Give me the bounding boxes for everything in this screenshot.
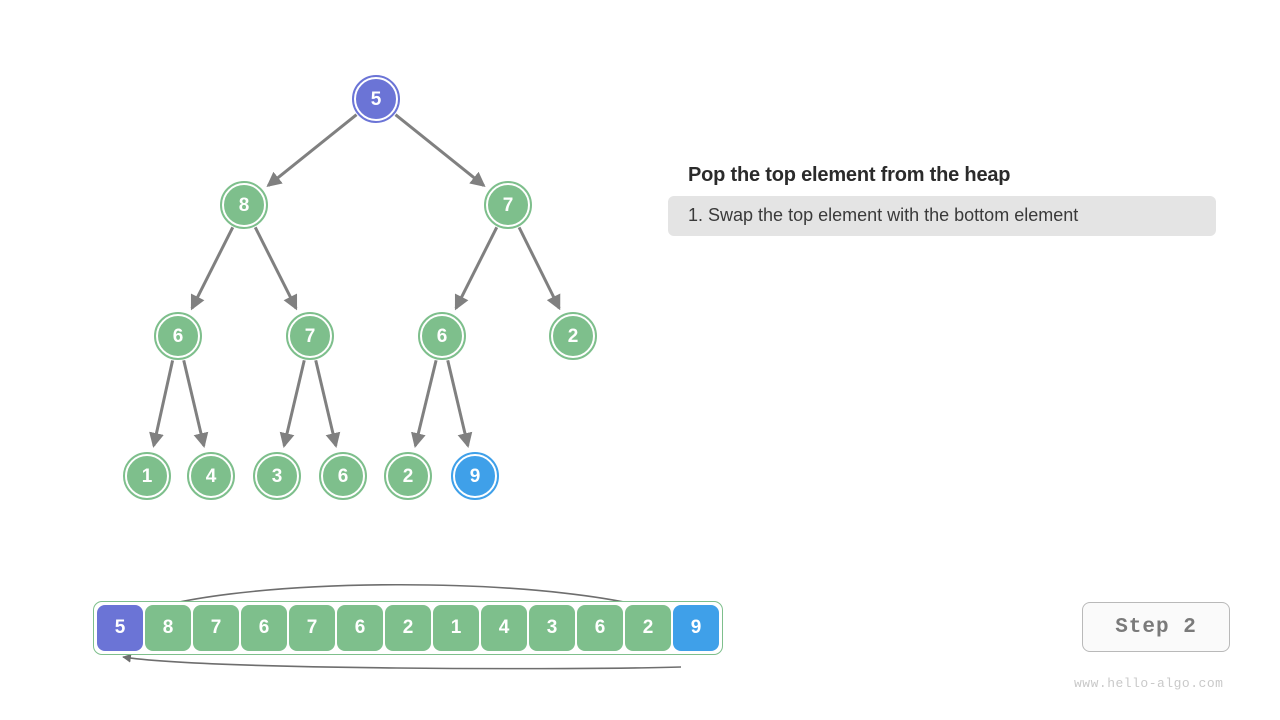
array-cell-2: 7 [193,605,239,651]
tree-edge-10 [411,359,438,449]
tree-node-4: 7 [286,312,334,360]
array-cell-1: 8 [145,605,191,651]
array-cell-11: 2 [625,605,671,651]
array-cell-4: 7 [289,605,335,651]
tree-edge-9 [314,359,341,449]
tree-edges [149,113,561,449]
tree-node-ring [286,312,334,360]
tree-node-value: 1 [141,465,153,487]
tree-edge-7 [182,359,209,449]
tree-node-ring [319,452,367,500]
tree-node-11: 2 [384,452,432,500]
tree-node-value: 7 [502,194,514,216]
tree-edge-5 [517,226,561,311]
tree-node-value: 2 [402,465,414,487]
tree-node-9: 3 [253,452,301,500]
tree-node-ring [418,312,466,360]
tree-node-ring [154,312,202,360]
tree-edge-1 [394,113,486,187]
tree-node-ring [451,452,499,500]
tree-edge-4 [454,226,499,311]
tree-node-10: 6 [319,452,367,500]
tree-node-value: 6 [436,325,448,347]
array-cell-0: 5 [97,605,143,651]
info-panel: Pop the top element from the heap 1. Swa… [668,164,1248,236]
array-cell-8: 4 [481,605,527,651]
tree-node-ring [187,452,235,500]
tree-node-value: 4 [205,465,217,487]
tree-node-value: 3 [271,465,283,487]
array-cell-12: 9 [673,605,719,651]
array-cell-5: 6 [337,605,383,651]
tree-node-value: 8 [238,194,250,216]
tree-edge-0 [266,113,358,187]
tree-node-ring [253,452,301,500]
array-cell-9: 3 [529,605,575,651]
tree-node-2: 7 [484,181,532,229]
tree-node-ring [384,452,432,500]
panel-title: Pop the top element from the heap [688,164,1011,186]
tree-edge-8 [279,359,306,449]
tree-edge-3 [253,226,298,311]
tree-edge-2 [190,226,235,311]
watermark: www.hello-algo.com [1074,676,1224,691]
tree-node-ring [352,75,400,123]
tree-node-ring [123,452,171,500]
array-cell-3: 6 [241,605,287,651]
tree-edge-6 [149,360,175,448]
tree-node-7: 1 [123,452,171,500]
tree-node-ring [484,181,532,229]
array-cell-7: 1 [433,605,479,651]
tree-node-value: 5 [370,88,382,110]
tree-node-12: 9 [451,452,499,500]
tree-node-6: 2 [549,312,597,360]
tree-node-ring [549,312,597,360]
tree-node-value: 6 [337,465,349,487]
tree-edge-11 [446,359,473,449]
step-instruction-box: 1. Swap the top element with the bottom … [668,196,1216,236]
array-cell-10: 6 [577,605,623,651]
step-badge: Step 2 [1082,602,1230,652]
tree-node-value: 9 [469,465,481,487]
array-cell-6: 2 [385,605,431,651]
swap-arrow-bottom [122,653,682,670]
tree-node-ring [220,181,268,229]
tree-node-5: 6 [418,312,466,360]
tree-node-1: 8 [220,181,268,229]
tree-node-value: 2 [567,325,579,347]
tree-node-value: 7 [304,325,316,347]
tree-node-value: 6 [172,325,184,347]
tree-node-3: 6 [154,312,202,360]
tree-node-0: 5 [352,75,400,123]
tree-node-8: 4 [187,452,235,500]
